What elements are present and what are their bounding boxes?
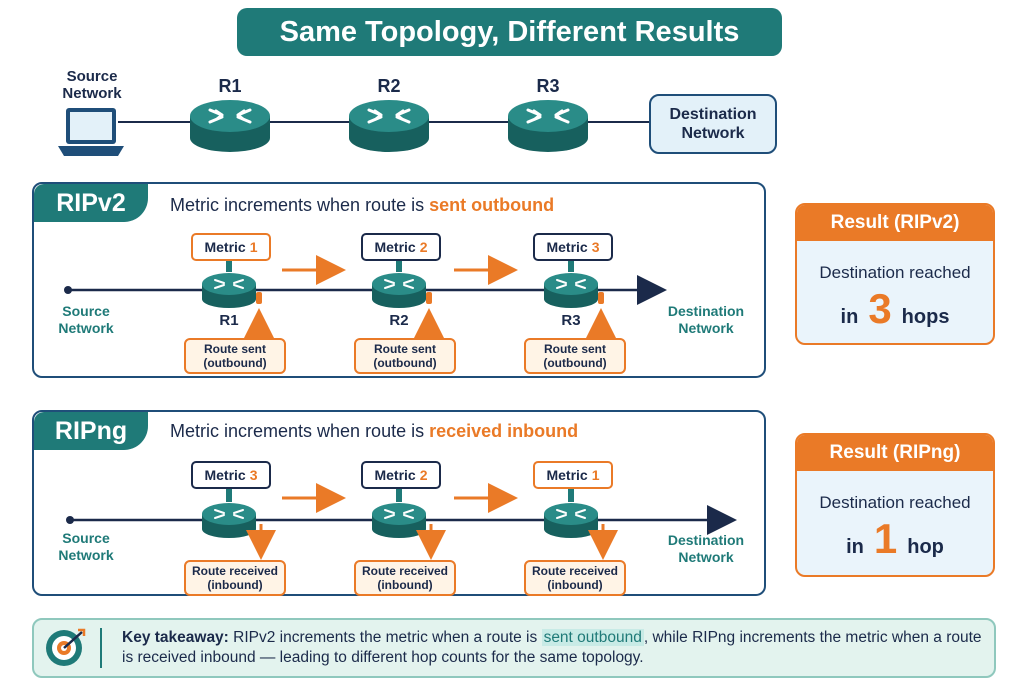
- ripng-tag: RIPng: [34, 412, 148, 450]
- ripv2-tag: RIPv2: [34, 184, 148, 222]
- target-icon: [46, 628, 86, 666]
- ripv2-router-label-r3: R3: [561, 312, 581, 329]
- ripng-route-received-r3: Route received(inbound): [524, 560, 626, 596]
- ripv2-route-sent-r1: Route sent(outbound): [184, 338, 286, 374]
- router-label-r3: R3: [536, 76, 560, 96]
- page-title: Same Topology, Different Results: [237, 8, 782, 56]
- ripv2-router-label-r1: R1: [219, 312, 239, 329]
- key-takeaway-box: Key takeaway: RIPv2 increments the metri…: [32, 618, 996, 678]
- ripng-route-received-r1: Route received(inbound): [184, 560, 286, 596]
- ripv2-router-label-r2: R2: [389, 312, 409, 329]
- router-icon: [543, 502, 599, 539]
- router-label-r2: R2: [377, 76, 401, 96]
- router-icon: [201, 502, 257, 539]
- router-icon: [371, 502, 427, 539]
- ripng-route-received-r2: Route received(inbound): [354, 560, 456, 596]
- result-ripv2-line1: Destination reached: [819, 263, 971, 282]
- result-ripng-line1: Destination reached: [819, 493, 971, 512]
- laptop-icon: [58, 108, 124, 156]
- takeaway-divider: [100, 628, 102, 668]
- ripng-description: Metric increments when route is received…: [170, 421, 579, 441]
- ripv2-route-sent-r2: Route sent(outbound): [354, 338, 456, 374]
- ripv2-description: Metric increments when route is sent out…: [170, 195, 555, 215]
- result-ripv2-header: Result (RIPv2): [797, 205, 993, 241]
- takeaway-text: Key takeaway: RIPv2 increments the metri…: [122, 629, 982, 666]
- ripv2-route-sent-r3: Route sent(outbound): [524, 338, 626, 374]
- router-label-r1: R1: [218, 76, 242, 96]
- result-ripng-header: Result (RIPng): [797, 435, 993, 471]
